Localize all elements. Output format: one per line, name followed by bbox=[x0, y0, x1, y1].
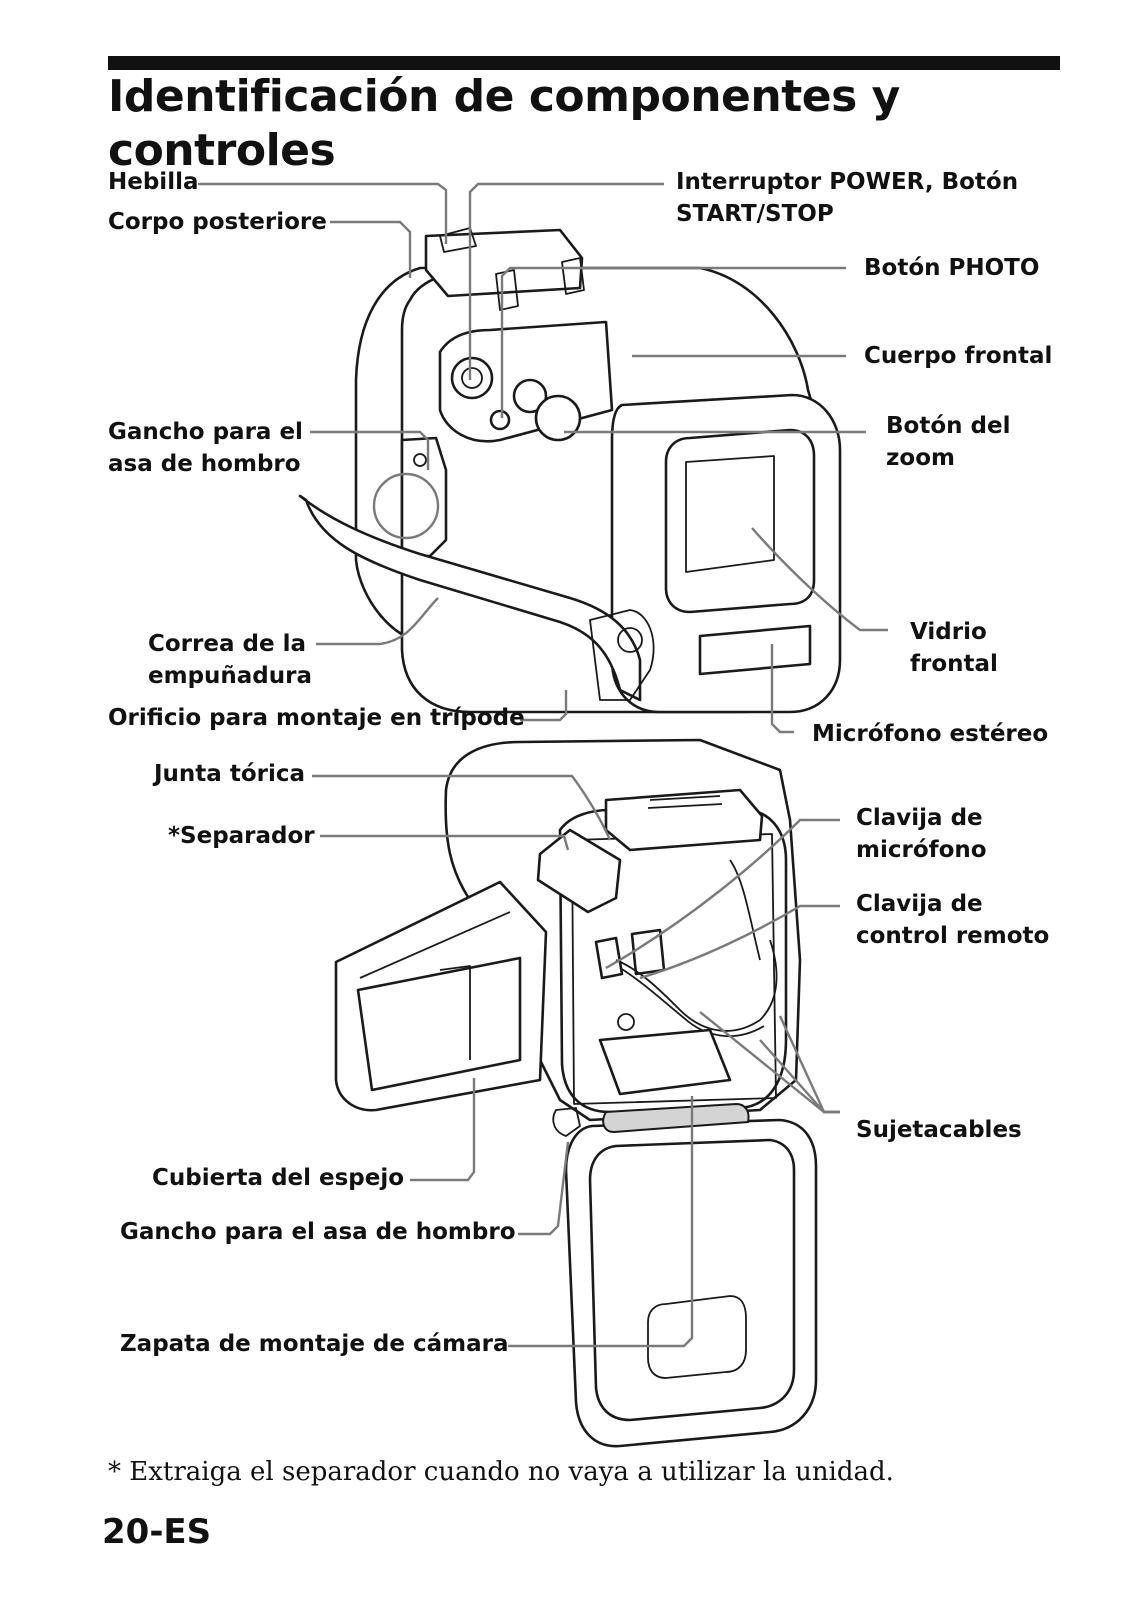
label-gancho-asa-hombro-2: Gancho para el asa de hombro bbox=[120, 1219, 516, 1245]
label-boton-zoom: Botón del zoom bbox=[886, 413, 1011, 471]
label-separador: *Separador bbox=[168, 823, 315, 849]
label-sujetacables: Sujetacables bbox=[856, 1117, 1022, 1143]
page-number: 20-ES bbox=[102, 1512, 212, 1552]
label-orificio-tripode: Orificio para montaje en trípode bbox=[108, 705, 525, 731]
label-zapata-montaje: Zapata de montaje de cámara bbox=[120, 1331, 509, 1357]
header-rule bbox=[108, 56, 1060, 70]
label-cubierta-espejo: Cubierta del espejo bbox=[152, 1165, 405, 1191]
label-junta-torica: Junta tórica bbox=[154, 761, 306, 787]
assembled-housing-drawing bbox=[298, 227, 842, 714]
label-hebilla: Hebilla bbox=[108, 169, 199, 195]
label-clavija-microfono: Clavija de micrófono bbox=[856, 805, 987, 863]
label-microfono-estereo: Micrófono estéreo bbox=[812, 721, 1049, 747]
leader-lines bbox=[198, 182, 888, 1348]
label-correa-empunadura: Correa de la empuñadura bbox=[148, 631, 312, 689]
footnote: * Extraiga el separador cuando no vaya a… bbox=[108, 1457, 894, 1487]
label-corpo-posteriore: Corpo posteriore bbox=[108, 209, 327, 235]
page-title: Identificación de componentes y controle… bbox=[108, 71, 900, 176]
label-cuerpo-frontal: Cuerpo frontal bbox=[864, 343, 1053, 369]
label-interruptor-power: Interruptor POWER, Botón START/STOP bbox=[676, 169, 1019, 227]
label-gancho-asa-hombro-1: Gancho para el asa de hombro bbox=[108, 419, 303, 477]
label-boton-photo: Botón PHOTO bbox=[864, 255, 1040, 281]
label-clavija-control-remoto: Clavija de control remoto bbox=[856, 891, 1050, 949]
label-vidrio-frontal: Vidrio frontal bbox=[910, 619, 998, 677]
